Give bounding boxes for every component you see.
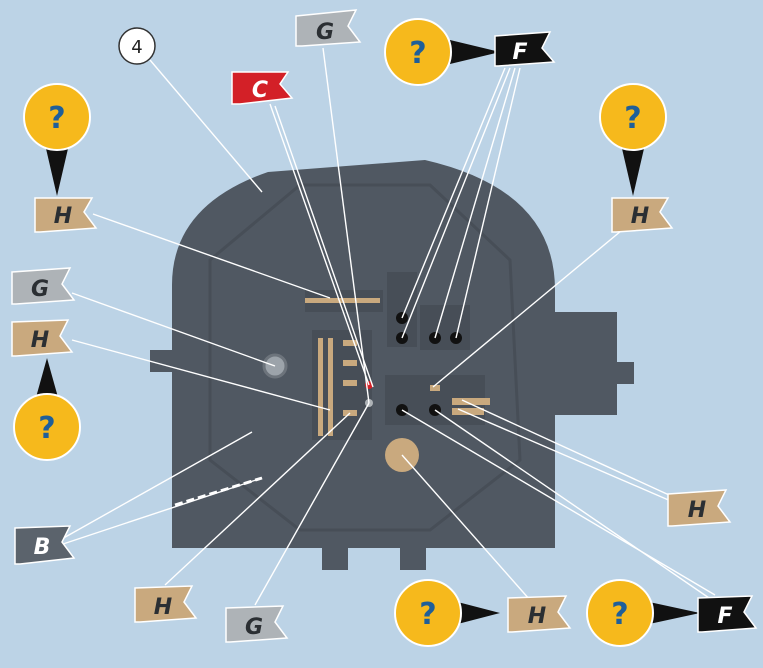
flag-h-left-mid: H [11, 319, 74, 357]
question-mark-2: ? [48, 101, 65, 136]
device-body [150, 160, 634, 570]
flag-h-bottom-mid: H [507, 595, 572, 633]
flag-h-bottom-left-label: H [154, 595, 172, 620]
callout-number-4: 4 [118, 27, 156, 65]
question-mark-4: ? [38, 411, 55, 446]
tan-small-pad [430, 385, 440, 391]
housing-octagon-outline [208, 183, 522, 532]
question-mark-1: ? [409, 36, 426, 71]
flag-h-right-top: H [611, 197, 674, 233]
question-marker-left-mid: ? [13, 358, 81, 461]
tan-strip-2 [328, 338, 333, 436]
question-mark-3: ? [624, 101, 641, 136]
flag-g-bottom: G [225, 605, 289, 643]
flag-f-bottom: F [697, 595, 758, 633]
right-handle-block [555, 312, 617, 415]
flag-g-top-label: G [316, 20, 334, 45]
tan-tab-2 [343, 360, 357, 366]
question-mark-5: ? [419, 597, 436, 632]
flag-c-label: C [252, 78, 268, 103]
flag-h-right-mid-label: H [688, 498, 706, 523]
flag-h-right-top-label: H [631, 204, 649, 229]
flag-b-label: B [34, 535, 51, 560]
flag-f-bottom-label: F [717, 604, 732, 629]
flag-f-top-label: F [512, 40, 527, 65]
foot-right [400, 542, 426, 570]
leader-lines [59, 47, 716, 606]
question-marker-right-top: ? [599, 83, 667, 196]
question-mark-6: ? [611, 597, 628, 632]
flag-h-left-top: H [34, 197, 98, 233]
flag-h-left-mid-label: H [31, 328, 49, 353]
flag-h-bottom-mid-label: H [528, 604, 546, 629]
flag-g-left-label: G [31, 277, 49, 302]
flag-b: B [14, 525, 76, 565]
flag-h-left-top-label: H [54, 204, 72, 229]
question-marker-bottom-right: ? [586, 579, 700, 647]
flag-h-right-mid: H [667, 489, 732, 527]
tan-strip-1 [318, 338, 323, 436]
tan-tab-1 [343, 340, 357, 346]
tan-tab-3 [343, 380, 357, 386]
flag-g-bottom-label: G [245, 615, 263, 640]
flag-c: C [231, 71, 294, 105]
flag-g-top: G [295, 9, 362, 47]
flag-h-bottom-left: H [134, 585, 198, 623]
flag-g-left: G [11, 267, 76, 305]
question-marker-left-top: ? [23, 83, 91, 196]
question-marker-top-center: ? [384, 18, 500, 86]
tan-connector-2 [452, 408, 484, 415]
tan-connector-1 [452, 398, 490, 405]
flag-f-top: F [494, 31, 556, 67]
right-handle-knob [612, 362, 634, 384]
question-marker-bottom-mid: ? [394, 579, 500, 647]
callout-number-label: 4 [131, 37, 142, 58]
foot-left [322, 542, 348, 570]
